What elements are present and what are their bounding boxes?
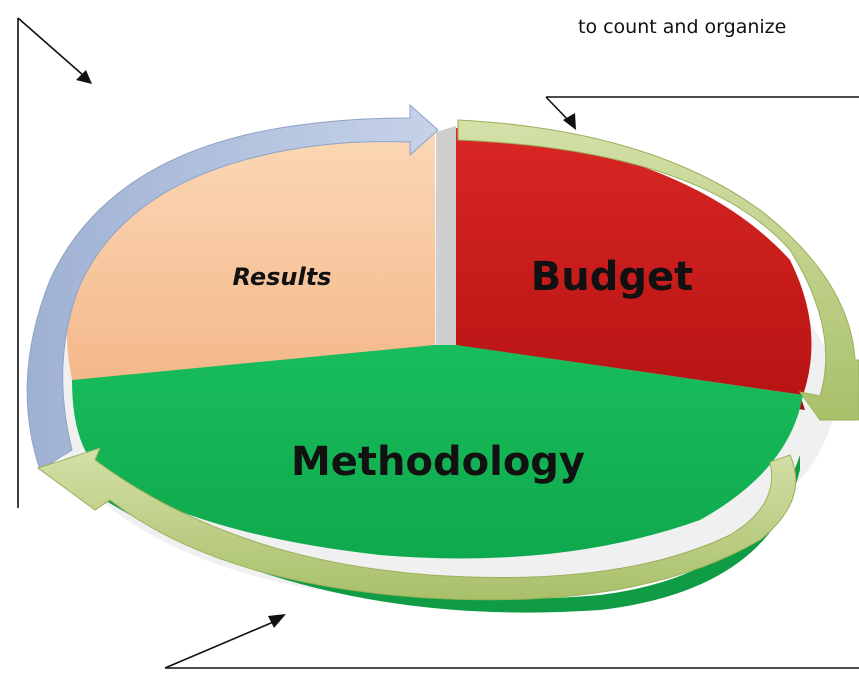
bottom-pointer-line: [164, 619, 279, 669]
methodology-cycle-arrow: [36, 447, 797, 601]
results-segment: [66, 130, 436, 380]
bottom-arrowhead: [268, 614, 286, 628]
results-cycle-arrow: [26, 103, 439, 471]
methodology-label: Methodology: [291, 439, 585, 485]
callout-arrowheads: [76, 70, 576, 628]
top-note-text: to count and organize: [578, 16, 787, 38]
budget-cycle-arrow: [457, 119, 859, 421]
budget-segment: [456, 128, 812, 395]
top-right-arrowhead: [563, 113, 576, 130]
top-right-pointer-line: [545, 96, 571, 123]
results-label: Results: [233, 263, 332, 291]
budget-label: Budget: [531, 254, 693, 300]
callout-lines: [17, 17, 859, 669]
top-left-arrowhead: [76, 70, 92, 84]
segment-divider: [436, 126, 456, 350]
methodology-segment: [72, 345, 803, 559]
top-left-pointer-line: [17, 17, 85, 77]
